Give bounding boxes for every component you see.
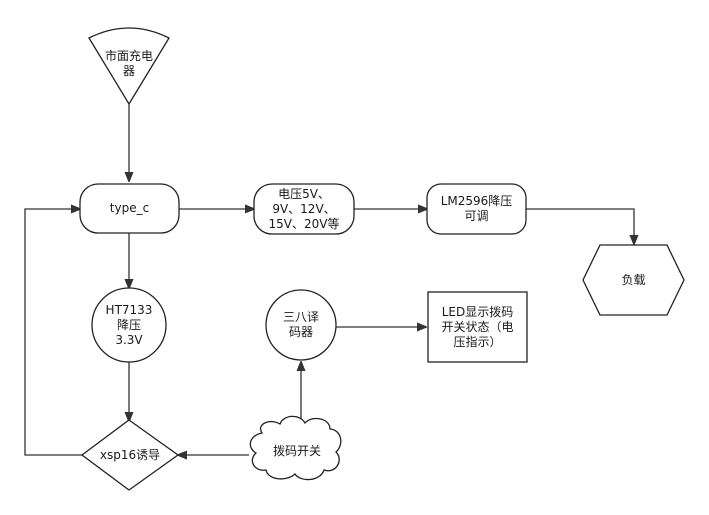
node-xsp16-shape (80, 419, 180, 491)
decoder-label: 三八译 码器 (282, 310, 319, 339)
node-dip-cloud-shape (249, 415, 342, 481)
dip-label: 拨码开关 (272, 443, 321, 458)
node-lm2596-shape (426, 183, 527, 235)
xsp16-label: xsp16诱导 (99, 447, 161, 462)
node-charger-shape (88, 27, 170, 106)
lm2596-label: LM2596降压 可调 (440, 194, 513, 223)
node-voltage-shape (253, 183, 355, 235)
node-decoder-shape (265, 289, 337, 361)
node-ht7133-shape (91, 287, 167, 363)
node-typec-shape (79, 183, 180, 234)
node-load-shape (582, 244, 685, 316)
led-label: LED显示拨码 开关状态（电 压指示） (441, 304, 514, 349)
node-led-shape (427, 291, 528, 363)
edge-lm2596-to-load (526, 208, 634, 244)
voltage-label: 电压5V、 9V、12V、 15V、20V等 (268, 186, 340, 231)
edge-xsp16-feedback-to-typec (24, 209, 82, 456)
ht7133-label: HT7133 降压 3.3V (105, 302, 153, 347)
load-label: 负载 (621, 272, 646, 287)
charger-label: 市面充电 器 (104, 49, 153, 78)
typec-label: type_c (109, 201, 150, 215)
